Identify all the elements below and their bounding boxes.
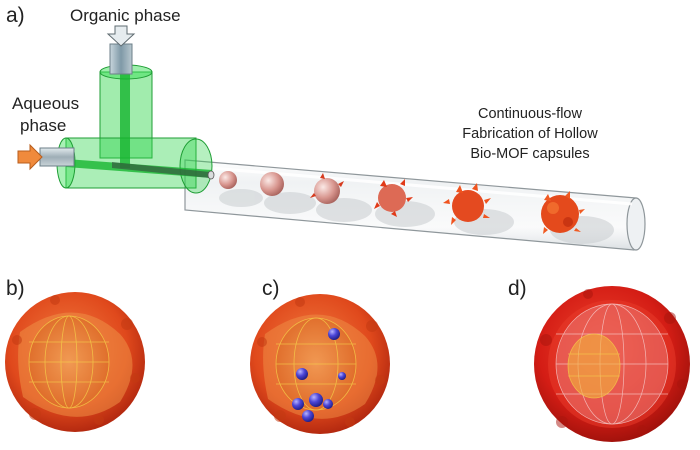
- capsule-6: [541, 191, 585, 234]
- panel-label-a: a): [6, 4, 25, 27]
- inner-core: [568, 334, 620, 398]
- enzyme-capsule-c: [250, 294, 390, 434]
- organic-inlet-arrow-icon: [106, 25, 136, 47]
- panel-label-c: c): [262, 277, 280, 300]
- capsule-4: [374, 179, 413, 217]
- droplet-2: [260, 172, 284, 196]
- capsule-5: [443, 183, 491, 225]
- aqueous-housing: [65, 137, 197, 189]
- panel-label-d: d): [508, 277, 527, 300]
- droplet-1: [219, 171, 237, 189]
- hollow-capsule-d: [534, 286, 690, 442]
- glass-tube-mouth: [626, 197, 646, 251]
- caption-line-3: Bio-MOF capsules: [470, 146, 589, 162]
- aqueous-inlet-arrow-icon: [17, 143, 43, 171]
- green-sleeve: [179, 138, 213, 194]
- aqueous-phase-label-line1: Aqueous: [12, 94, 79, 113]
- caption-line-1: Continuous-flow: [478, 106, 582, 122]
- panel-label-b: b): [6, 277, 25, 300]
- organic-phase-label: Organic phase: [70, 6, 181, 25]
- aqueous-phase-label-line2: phase: [20, 116, 66, 135]
- capsule-evolution: [219, 171, 585, 234]
- organic-capillary: [109, 43, 133, 75]
- caption-line-2: Fabrication of Hollow: [462, 126, 598, 142]
- droplet-3: [310, 173, 344, 204]
- hollow-capsule-b: [5, 292, 145, 432]
- aqueous-capillary: [39, 147, 75, 167]
- enzyme-molecules: [292, 328, 346, 422]
